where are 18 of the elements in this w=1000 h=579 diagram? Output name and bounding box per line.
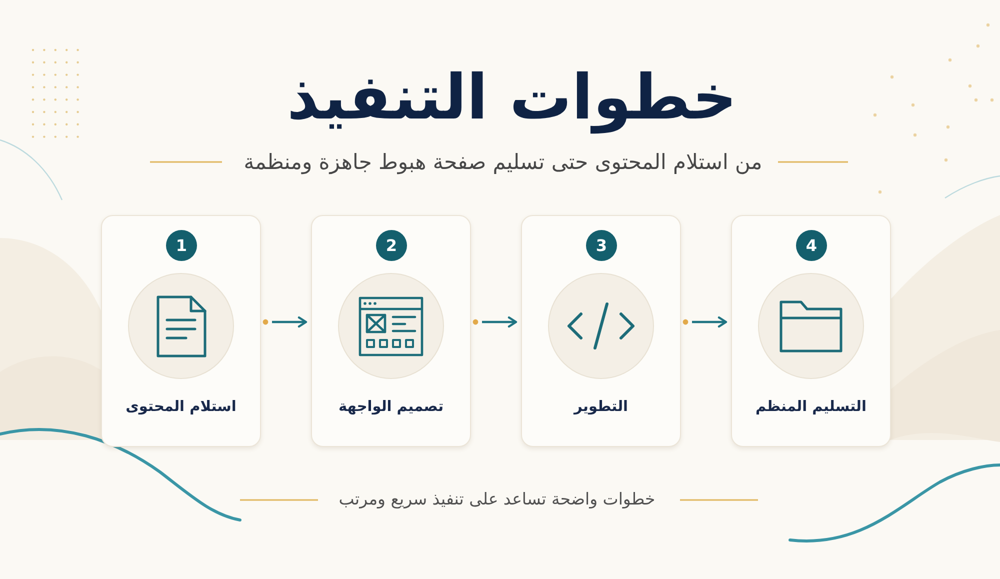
subtitle: من استلام المحتوى حتى تسليم صفحة هبوط جاهزة ومنظمة xyxy=(244,148,762,176)
number-badge: 2 xyxy=(376,230,407,261)
title: خطوات التنفيذ xyxy=(287,59,737,136)
step-label: تصميم الواجهة xyxy=(338,398,444,416)
step-card xyxy=(521,215,681,447)
step-card xyxy=(731,215,891,447)
step-card xyxy=(311,215,471,447)
arrow xyxy=(482,316,518,328)
arrow xyxy=(692,316,728,328)
step-card xyxy=(101,215,261,447)
number-badge: 1 xyxy=(166,230,197,261)
arrow xyxy=(272,316,308,328)
number-badge: 3 xyxy=(586,230,617,261)
step-label: التسليم المنظم xyxy=(756,398,866,416)
number-badge: 4 xyxy=(796,230,827,261)
step-label: استلام المحتوى xyxy=(126,398,236,416)
tagline: خطوات واضحة تساعد على تنفيذ سريع ومرتب xyxy=(338,490,656,510)
step-label: التطوير xyxy=(574,398,628,416)
